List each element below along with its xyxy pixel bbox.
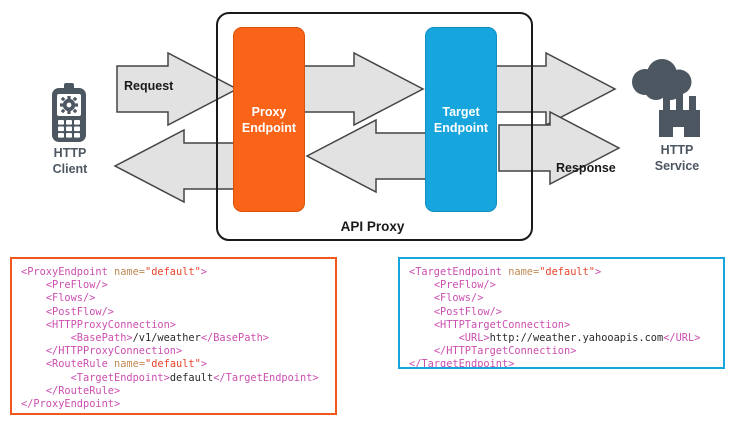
arrow-group (113, 51, 621, 204)
code-line: </HTTPTargetConnection> (409, 345, 714, 358)
code-token-tag: <BasePath> (70, 332, 133, 345)
http-client-label-line2: Client (52, 162, 88, 177)
factory-icon (659, 93, 700, 137)
api-proxy-container (216, 12, 533, 241)
code-line: <ProxyEndpoint name="default"> (21, 266, 326, 279)
code-token-tag: </BasePath> (200, 332, 270, 345)
code-token-tag: </HTTPTargetConnection> (433, 345, 577, 358)
proxy-endpoint-label-line1: Proxy (251, 104, 287, 119)
code-token-tag: <PreFlow/> (433, 279, 496, 292)
code-token-tag: > (200, 358, 208, 371)
target-to-service-arrow (494, 51, 617, 127)
code-token-tag: <HTTPTargetConnection> (433, 318, 571, 331)
target-endpoint-label-line2: Endpoint (433, 120, 489, 135)
code-token-text (21, 279, 46, 291)
http-service-label-line1: HTTP (660, 143, 694, 157)
code-token-text (21, 345, 46, 357)
proxy-endpoint-label-line2: Endpoint (241, 120, 297, 135)
code-token-val: "default" (145, 358, 201, 371)
code-token-text (409, 345, 434, 357)
code-token-tag: </ProxyEndpoint> (21, 398, 121, 411)
code-token-tag: </URL> (663, 332, 701, 345)
code-token-tag: <RouteRule (45, 358, 115, 371)
http-service-label-line2: Service (654, 159, 700, 174)
code-token-text: /v1/weather (132, 332, 201, 345)
proxy-endpoint-label: Proxy Endpoint (242, 104, 296, 136)
code-line: </TargetEndpoint> (409, 358, 714, 369)
target-endpoint-label-line1: Target (442, 104, 480, 119)
code-token-text (21, 319, 46, 331)
code-token-tag: <PreFlow/> (45, 279, 108, 292)
code-token-tag: <ProxyEndpoint (21, 266, 114, 278)
code-token-text (409, 306, 434, 318)
code-line: <PreFlow/> (21, 279, 326, 292)
code-token-text (21, 332, 71, 344)
code-token-tag: <Flows/> (433, 292, 484, 305)
code-token-tag: <URL> (458, 332, 490, 345)
code-line: <PostFlow/> (21, 306, 326, 319)
proxy-to-target-arrow (302, 51, 425, 127)
code-token-text (21, 306, 46, 318)
code-token-text (21, 292, 46, 304)
code-token-attr: name= (114, 358, 146, 371)
code-line: <URL>http://weather.yahooapis.com</URL> (409, 332, 714, 345)
code-token-text (21, 372, 71, 384)
code-line: <TargetEndpoint>default</TargetEndpoint> (21, 372, 326, 385)
code-line: <PostFlow/> (409, 306, 714, 319)
code-token-tag: </TargetEndpoint> (213, 371, 319, 384)
target-endpoint-code-panel: <TargetEndpoint name="default"> <PreFlow… (398, 257, 725, 369)
http-service-label: HTTP Service (637, 142, 717, 175)
http-client-label-line1: HTTP (53, 146, 87, 160)
code-line: <PreFlow/> (409, 279, 714, 292)
proxy-endpoint-box[interactable]: Proxy Endpoint (233, 27, 305, 212)
target-endpoint-box[interactable]: Target Endpoint (425, 27, 497, 212)
code-token-text (409, 332, 459, 344)
code-token-text (21, 385, 46, 397)
request-arrow-label: Request (124, 79, 174, 93)
code-token-text (21, 358, 46, 370)
code-line: </ProxyEndpoint> (21, 398, 326, 411)
code-token-tag: </HTTPProxyConnection> (45, 345, 183, 358)
code-line: <BasePath>/v1/weather</BasePath> (21, 332, 326, 345)
code-line: <RouteRule name="default"> (21, 358, 326, 371)
request-arrow (116, 51, 239, 127)
code-line: <Flows/> (409, 292, 714, 305)
response-arrow (498, 110, 621, 186)
code-token-tag: </TargetEndpoint> (409, 358, 515, 369)
code-token-text: default (169, 371, 214, 384)
response-arrow-label: Response (556, 161, 616, 175)
code-token-tag: <PostFlow/> (433, 305, 503, 318)
code-token-tag: <Flows/> (45, 292, 96, 305)
target-endpoint-label: Target Endpoint (434, 104, 488, 136)
code-token-val: "default" (145, 266, 201, 278)
code-line: <Flows/> (21, 292, 326, 305)
code-token-tag: </RouteRule> (45, 384, 121, 397)
code-token-attr: name= (114, 266, 145, 278)
code-token-tag: <PostFlow/> (45, 305, 115, 318)
http-client-icon (52, 83, 86, 142)
cloud-icon (632, 59, 692, 100)
api-proxy-diagram (52, 51, 700, 204)
code-token-tag: <HTTPProxyConnection> (45, 318, 176, 331)
code-line: <HTTPTargetConnection> (409, 319, 714, 332)
code-line: </HTTPProxyConnection> (21, 345, 326, 358)
code-token-attr: name= (508, 266, 540, 278)
proxy-endpoint-code-panel: <ProxyEndpoint name="default"> <PreFlow/… (10, 257, 337, 415)
code-token-text (409, 292, 434, 304)
api-proxy-label: API Proxy (340, 219, 405, 234)
http-client-label: HTTP Client (30, 145, 110, 178)
code-line: <TargetEndpoint name="default"> (409, 266, 714, 279)
code-token-text: http://weather.yahooapis.com (489, 332, 664, 345)
http-service-icon (632, 59, 700, 137)
code-token-text (409, 319, 434, 331)
code-token-tag: <TargetEndpoint> (70, 371, 170, 384)
code-line: <HTTPProxyConnection> (21, 319, 326, 332)
code-line: </RouteRule> (21, 385, 326, 398)
code-token-tag: > (200, 266, 207, 278)
code-token-text (409, 279, 434, 291)
code-token-tag: <TargetEndpoint (409, 266, 509, 278)
code-token-tag: > (595, 266, 602, 278)
code-token-val: "default" (539, 266, 595, 278)
